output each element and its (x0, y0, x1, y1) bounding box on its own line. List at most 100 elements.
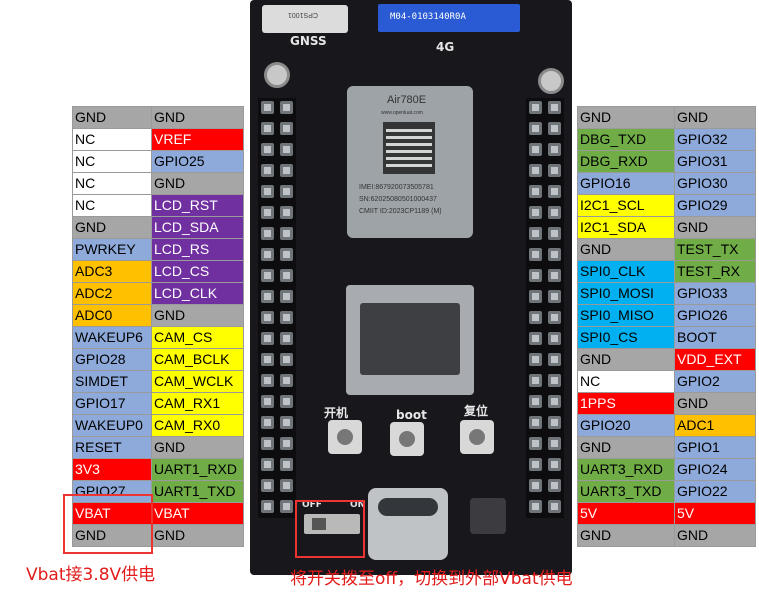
header-pin (261, 416, 274, 429)
antenna-sticker: M04-0103140R0A (390, 12, 466, 22)
boot-button-label: boot (396, 408, 427, 422)
reset-button[interactable] (460, 420, 494, 454)
left-pin-cell: GND (151, 304, 244, 327)
air780e-module: Air780E www.openluat.com IMEI:8679200735… (347, 86, 473, 238)
power-inductor (470, 498, 506, 534)
header-pin (261, 206, 274, 219)
header-pin (280, 143, 293, 156)
header-pin (548, 395, 561, 408)
header-pin (280, 479, 293, 492)
right-pin-cell: SPI0_CLK (577, 260, 675, 283)
header-pin (548, 143, 561, 156)
left-pin-cell: GND (72, 106, 152, 129)
header-pin (261, 353, 274, 366)
power-button-label: 开机 (324, 406, 349, 420)
header-pin (548, 458, 561, 471)
header-pin (261, 290, 274, 303)
header-pin (529, 374, 542, 387)
switch-highlight-box (295, 500, 365, 558)
header-pin (280, 122, 293, 135)
switch-note: 将开关拨至off，切换到外部Vbat供电 (290, 569, 573, 589)
header-pin (261, 122, 274, 135)
left-pin-cell: LCD_CLK (151, 282, 244, 305)
right-pin-cell: SPI0_MISO (577, 304, 675, 327)
power-button[interactable] (328, 420, 362, 454)
header-pin (529, 311, 542, 324)
right-pin-cell: VDD_EXT (674, 348, 756, 371)
header-pin (261, 458, 274, 471)
header-pin (280, 332, 293, 345)
left-pin-cell: GND (151, 172, 244, 195)
header-pin (280, 227, 293, 240)
right-pin-cell: 5V (674, 502, 756, 525)
right-pin-cell: GPIO26 (674, 304, 756, 327)
header-pin (529, 332, 542, 345)
header-pin (529, 185, 542, 198)
power-switch-knob[interactable] (312, 518, 326, 530)
right-pin-cell: GPIO2 (674, 370, 756, 393)
header-pin (548, 185, 561, 198)
header-pin (548, 353, 561, 366)
header-pin (261, 437, 274, 450)
right-pin-cell: SPI0_CS (577, 326, 675, 349)
switch-off-label: OFF (302, 500, 322, 510)
header-pin (261, 395, 274, 408)
header-pin (280, 437, 293, 450)
header-pin (261, 500, 274, 513)
module-cmiit: CMIIT ID:2023CP1189 (M) (359, 208, 442, 215)
header-pin (261, 374, 274, 387)
header-pin (529, 437, 542, 450)
right-pin-cell: GND (674, 524, 756, 547)
header-pin (548, 479, 561, 492)
boot-button[interactable] (390, 422, 424, 456)
header-pin (529, 458, 542, 471)
right-pin-cell: I2C1_SCL (577, 194, 675, 217)
header-pin (261, 227, 274, 240)
left-pin-cell: VREF (151, 128, 244, 151)
left-pin-cell: GPIO17 (72, 392, 152, 415)
right-pin-header (526, 98, 564, 518)
header-pin (261, 479, 274, 492)
header-pin (280, 290, 293, 303)
right-pin-cell: GPIO31 (674, 150, 756, 173)
left-pin-cell: LCD_SDA (151, 216, 244, 239)
left-pin-cell: ADC3 (72, 260, 152, 283)
header-pin (280, 206, 293, 219)
header-pin (280, 164, 293, 177)
header-pin (548, 248, 561, 261)
header-pin (529, 206, 542, 219)
header-pin (548, 227, 561, 240)
module-name: Air780E (387, 94, 427, 106)
left-pin-cell: NC (72, 194, 152, 217)
left-pin-cell: LCD_RST (151, 194, 244, 217)
header-pin (280, 374, 293, 387)
right-pin-cell: GND (674, 392, 756, 415)
right-pin-cell: GPIO32 (674, 128, 756, 151)
header-pin (529, 248, 542, 261)
right-pin-cell: 5V (577, 502, 675, 525)
right-pin-cell: NC (577, 370, 675, 393)
power-switch[interactable] (304, 514, 360, 534)
header-pin (548, 416, 561, 429)
right-pin-cell: GPIO30 (674, 172, 756, 195)
left-pin-cell: GND (72, 216, 152, 239)
